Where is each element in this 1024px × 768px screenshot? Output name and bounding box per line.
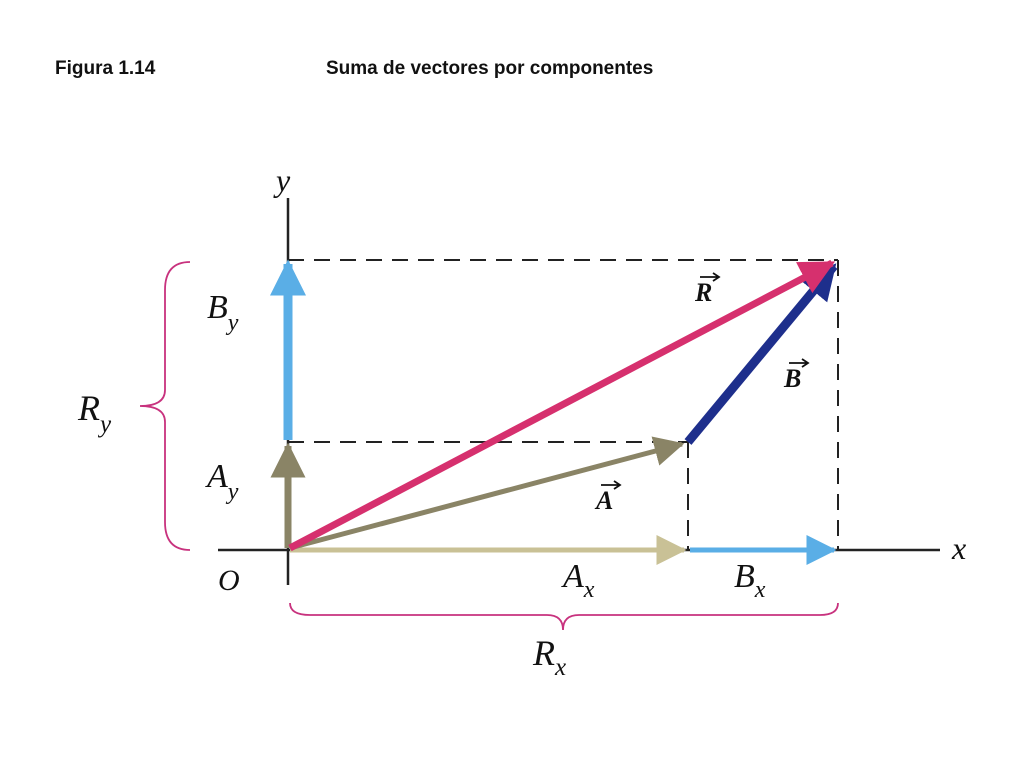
vector-b-accent-icon bbox=[789, 358, 810, 368]
label-ay-main: A bbox=[205, 458, 228, 495]
label-rx: Rx bbox=[532, 633, 566, 681]
label-rx-main: R bbox=[532, 633, 555, 673]
label-ax-main: A bbox=[561, 558, 584, 595]
figure-label: Figura 1.14 bbox=[55, 58, 156, 79]
vector-b bbox=[684, 263, 838, 445]
vector-a-label: A bbox=[594, 486, 613, 515]
label-ay: Ay bbox=[205, 458, 239, 505]
label-ry-sub: y bbox=[97, 411, 112, 438]
label-ax: Ax bbox=[561, 558, 595, 603]
y-axis-label: y bbox=[273, 162, 291, 198]
label-vector-b: B bbox=[783, 358, 810, 393]
label-ry-main: R bbox=[77, 388, 100, 428]
label-vector-r: R bbox=[694, 272, 721, 307]
label-bx-main: B bbox=[734, 558, 755, 595]
vector-a-accent-icon bbox=[601, 480, 622, 490]
x-axis-label: x bbox=[951, 530, 966, 566]
vector-r bbox=[288, 259, 836, 552]
dashed-guides bbox=[288, 259, 839, 550]
figure-title: Suma de vectores por componentes bbox=[326, 58, 654, 79]
label-bx-sub: x bbox=[754, 577, 766, 603]
label-ax-sub: x bbox=[583, 577, 595, 603]
ry-brace bbox=[139, 261, 191, 551]
label-by: By bbox=[207, 289, 239, 336]
origin-label: O bbox=[218, 564, 240, 597]
vector-r-accent-icon bbox=[700, 272, 721, 282]
label-ry: Ry bbox=[77, 388, 112, 438]
label-bx: Bx bbox=[734, 558, 766, 603]
rx-brace bbox=[289, 602, 839, 631]
label-by-sub: y bbox=[226, 310, 239, 336]
label-vector-a: A bbox=[594, 480, 622, 515]
vector-a bbox=[289, 436, 685, 551]
label-ay-sub: y bbox=[226, 479, 239, 505]
vector-r-label: R bbox=[694, 278, 712, 307]
vector-b-label: B bbox=[783, 364, 801, 393]
label-rx-sub: x bbox=[554, 654, 566, 681]
label-by-main: B bbox=[207, 289, 228, 326]
